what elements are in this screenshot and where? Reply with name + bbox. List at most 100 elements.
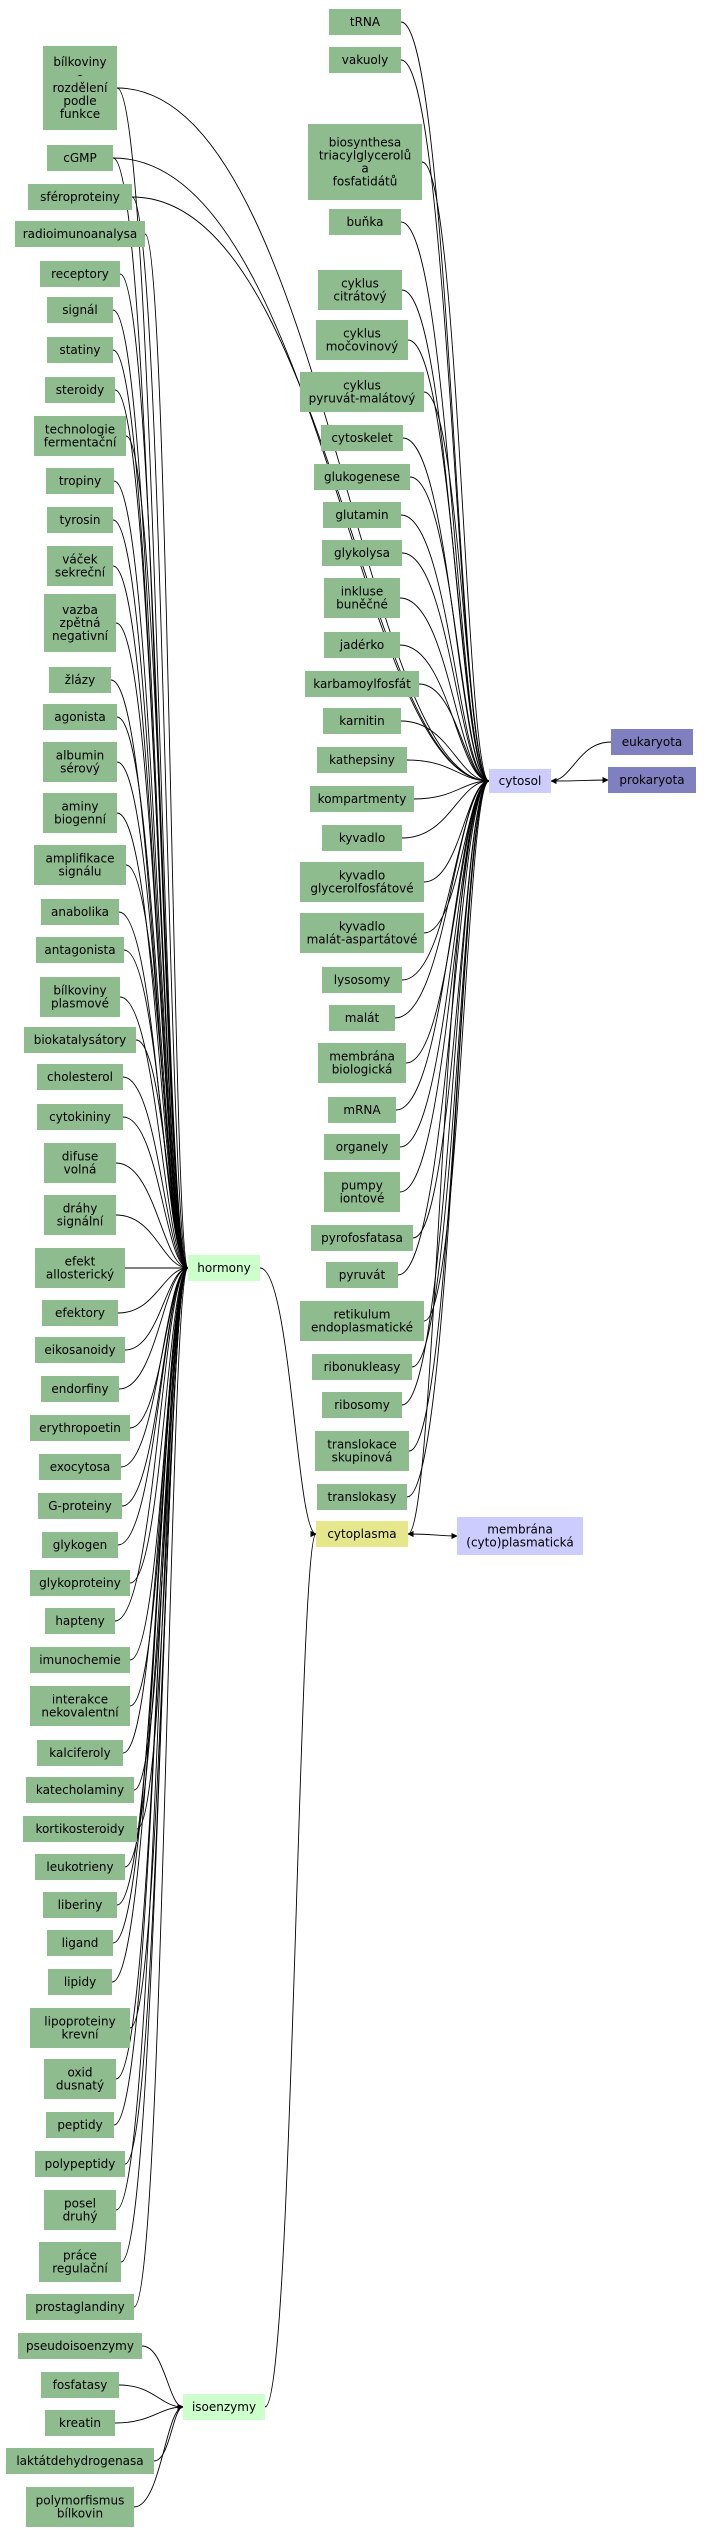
node-cholesterol: cholesterol: [37, 1064, 123, 1090]
node-ribosomy: ribosomy: [322, 1392, 402, 1418]
edge-cholesterol-to-hormony: [122, 1076, 189, 1272]
edge-hormony-to-cytoplasma: [259, 1267, 317, 1538]
node-label: sféroproteiny: [40, 190, 120, 204]
edge-biokatalysatory-to-hormony: [135, 1039, 189, 1272]
node-label: glykogen: [53, 1538, 108, 1552]
node-box: [18, 2333, 142, 2359]
node-box: [41, 1376, 119, 1402]
node-cytoskelet: cytoskelet: [321, 425, 403, 451]
node-label: glykoproteiny: [39, 1576, 121, 1590]
node-label: tRNA: [350, 15, 381, 29]
node-label: efektory: [55, 1306, 105, 1320]
node-label: karnitin: [339, 714, 384, 728]
node-box: [318, 1043, 406, 1083]
node-box: [316, 1521, 408, 1547]
node-gproteiny: G-proteiny: [38, 1493, 122, 1519]
node-label: imunochemie: [39, 1653, 121, 1667]
node-box: [35, 1248, 125, 1288]
node-box: [314, 464, 410, 490]
edge-hapteny-to-hormony: [114, 1264, 189, 1622]
node-label: pyruvát: [339, 1268, 386, 1282]
node-box: [23, 1816, 137, 1842]
node-box: [45, 1608, 115, 1634]
node-box: [30, 1647, 130, 1673]
node-label: pseudoisoenzymy: [26, 2339, 134, 2353]
node-box: [39, 2242, 121, 2282]
edge-amplifikace-to-hormony: [125, 864, 189, 1272]
node-endorfiny: endorfiny: [41, 1376, 119, 1402]
node-box: [43, 793, 117, 833]
node-box: [324, 1134, 400, 1160]
node-box: [611, 729, 693, 755]
edge-kalciferoly-to-hormony: [122, 1264, 189, 1754]
node-label: hormony: [197, 1261, 250, 1275]
node-jaderko: jadérko: [324, 632, 400, 658]
node-box: [318, 270, 402, 310]
node-mrna: mRNA: [328, 1097, 396, 1123]
node-agonista: agonista: [43, 704, 117, 730]
node-box: [6, 2448, 154, 2474]
node-label: statiny: [59, 343, 100, 357]
node-box: [323, 502, 401, 528]
node-label: prokaryota: [619, 773, 684, 787]
edge-retikulum-to-cytosol: [423, 777, 490, 1322]
node-box: [36, 937, 124, 963]
node-lysosomy: lysosomy: [322, 967, 402, 993]
node-box: [608, 767, 696, 793]
node-label: kompartmenty: [318, 792, 407, 806]
node-box: [24, 1027, 136, 1053]
node-box: [316, 320, 408, 360]
node-box: [37, 1104, 123, 1130]
node-box: [40, 977, 120, 1017]
node-label: tyrosin: [59, 513, 100, 527]
node-radioimuno: radioimunoanalysa: [15, 221, 145, 247]
node-label: liberiny: [58, 1898, 103, 1912]
edge-kreatin-to-isoenzymy: [114, 2403, 184, 2424]
node-box: [44, 2059, 116, 2099]
node-translokasy: translokasy: [317, 1484, 407, 1510]
edge-translokasy-to-cytosol: [406, 777, 490, 1498]
node-box: [329, 1005, 395, 1031]
node-box: [322, 825, 402, 851]
node-label: laktátdehydrogenasa: [16, 2454, 143, 2468]
node-box: [35, 2151, 125, 2177]
node-laktatdehydro: laktátdehydrogenasa: [6, 2448, 154, 2474]
edge-cytosol-to-cytoplasma: [407, 780, 490, 1537]
node-box: [322, 967, 402, 993]
edge-radioimuno-to-hormony: [144, 233, 189, 1271]
node-box: [47, 507, 113, 533]
edge-glykogen-to-hormony: [117, 1264, 189, 1546]
node-exocytosa: exocytosa: [39, 1454, 121, 1480]
node-box: [41, 899, 119, 925]
node-label: cytoplasma: [327, 1527, 396, 1541]
node-label: eukaryota: [622, 735, 683, 749]
node-cytoplasma: cytoplasma: [316, 1521, 408, 1547]
node-lipidy: lipidy: [48, 1969, 112, 1995]
node-label: buňka: [347, 215, 384, 229]
node-biokatalysatory: biokatalysátory: [24, 1027, 136, 1053]
node-label: fosfatasy: [53, 2378, 108, 2392]
node-box: [28, 184, 132, 210]
node-box: [26, 1777, 134, 1803]
node-zlazy: žlázy: [49, 667, 111, 693]
node-glykogen: glykogen: [42, 1532, 118, 1558]
node-box: [34, 845, 126, 885]
